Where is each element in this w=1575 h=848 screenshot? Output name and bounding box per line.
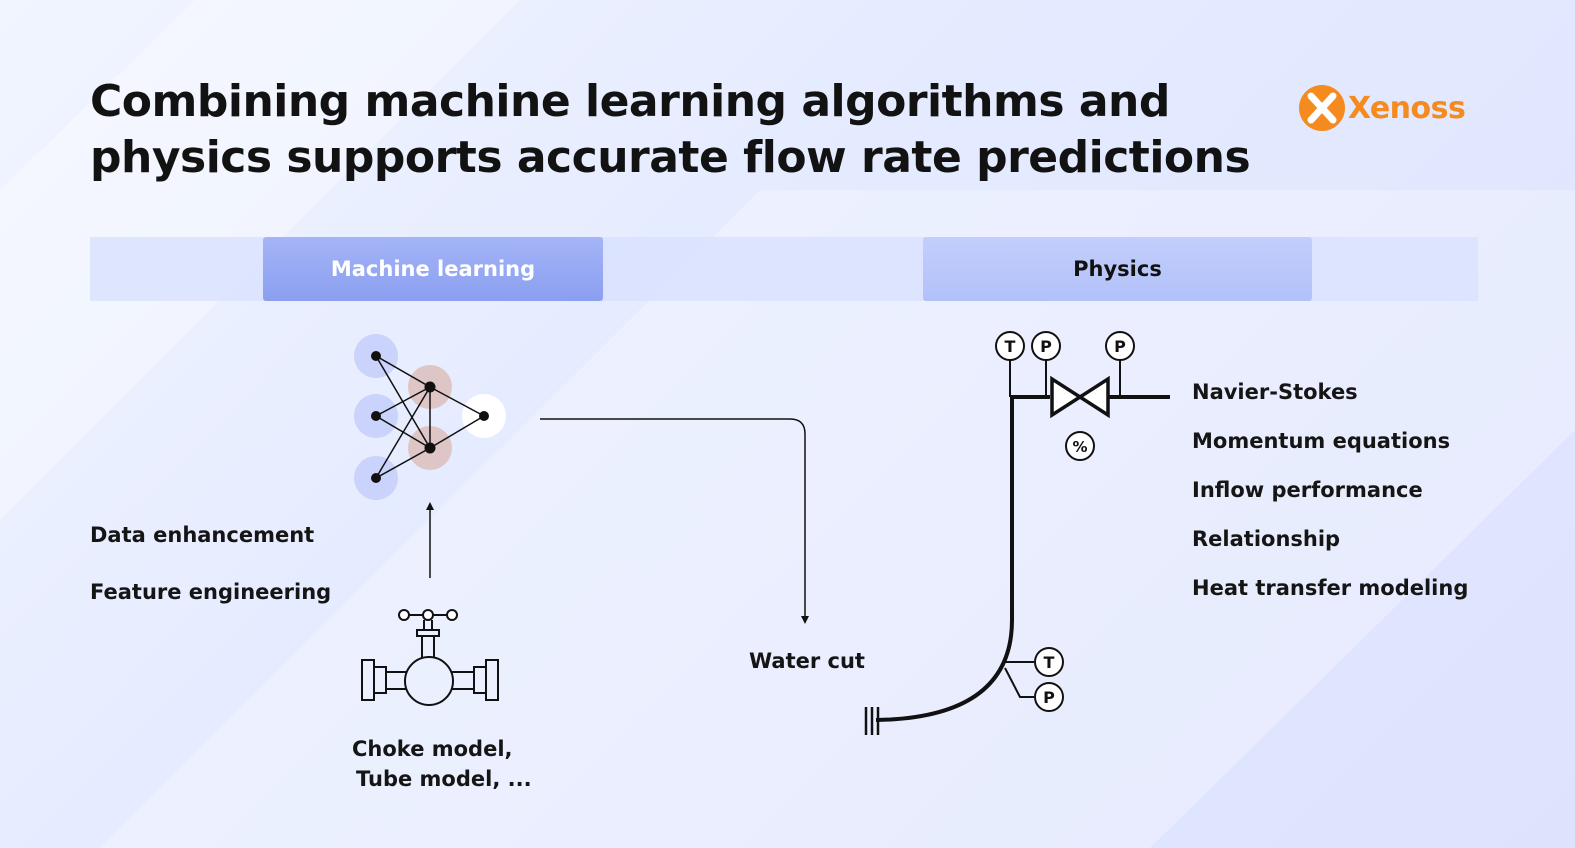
pressure-gauge-bottom: P — [1034, 682, 1064, 712]
title-line-2: physics supports accurate flow rate pred… — [90, 132, 1251, 183]
logo-text: Xenoss — [1348, 90, 1466, 126]
ml-step-feature-engineering: Feature engineering — [90, 580, 332, 604]
gauge-label: T — [1005, 337, 1016, 356]
page-title: Combining machine learning algorithms an… — [90, 74, 1270, 186]
gauge-label: T — [1044, 653, 1055, 672]
physics-item-inflow: Inflow performance — [1192, 478, 1423, 502]
pressure-gauge-top-1: P — [1031, 331, 1061, 361]
physics-item-relationship: Relationship — [1192, 527, 1341, 551]
physics-item-navier-stokes: Navier-Stokes — [1192, 380, 1358, 404]
temperature-gauge-bottom: T — [1034, 647, 1064, 677]
pressure-gauge-top-2: P — [1105, 331, 1135, 361]
water-cut-label: Water cut — [749, 649, 865, 673]
gauge-label: P — [1043, 688, 1055, 707]
gauge-label: P — [1114, 337, 1126, 356]
xenoss-logo: Xenoss — [1298, 84, 1466, 132]
well-pipe-icon — [864, 360, 1170, 735]
neural-network-icon — [354, 334, 506, 500]
tab-machine-learning: Machine learning — [263, 237, 603, 301]
arrow-to-water-cut — [540, 418, 809, 624]
physics-item-momentum: Momentum equations — [1192, 429, 1451, 453]
gauge-label: % — [1072, 438, 1087, 456]
temperature-gauge-top: T — [995, 331, 1025, 361]
tab-physics: Physics — [923, 237, 1312, 301]
physics-item-heat-transfer: Heat transfer modeling — [1192, 576, 1469, 600]
title-line-1: Combining machine learning algorithms an… — [90, 76, 1170, 127]
percent-gauge: % — [1065, 431, 1095, 461]
models-line-2: Tube model, ... — [356, 767, 532, 791]
choke-valve-icon — [361, 609, 499, 706]
xenoss-logo-icon — [1299, 85, 1345, 131]
gauge-label: P — [1040, 337, 1052, 356]
models-line-1: Choke model, — [352, 737, 513, 761]
ml-step-data-enhancement: Data enhancement — [90, 523, 315, 547]
